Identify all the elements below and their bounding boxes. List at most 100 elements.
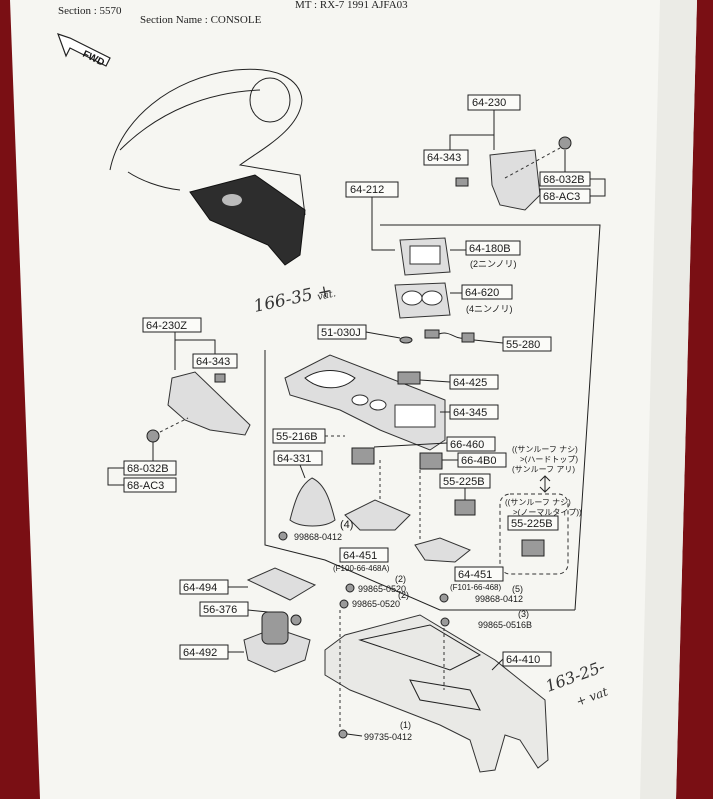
svg-text:66-4B0: 66-4B0 xyxy=(461,455,496,467)
screw-part-left xyxy=(146,429,160,443)
svg-text:(F100-66-468A): (F100-66-468A) xyxy=(333,564,390,573)
note-sunroof-a1: ((サンルーフ ナシ) xyxy=(512,445,578,454)
svg-text:64-492: 64-492 xyxy=(183,647,217,659)
screw-99865-c xyxy=(440,617,450,627)
paper-shadow xyxy=(640,0,697,799)
screw-99865-b xyxy=(339,599,349,609)
dashed-group-outline xyxy=(499,493,569,575)
clip-part-left xyxy=(214,373,226,383)
screw-99865-a xyxy=(345,583,355,593)
part-99865-0520-a: 99865-0520 xyxy=(358,584,406,594)
qty-1: (1) xyxy=(400,720,411,730)
qty-5: (5) xyxy=(512,584,523,594)
switch-64-425 xyxy=(397,371,421,385)
bracket-part-64-230 xyxy=(489,149,541,211)
svg-text:64-425: 64-425 xyxy=(453,377,487,389)
callout-64-410: 64-410 xyxy=(502,651,552,667)
svg-text:(F101-66-468): (F101-66-468) xyxy=(450,583,501,592)
svg-text:64-230: 64-230 xyxy=(472,97,506,109)
part-99865-0520-b: 99865-0520 xyxy=(352,599,400,609)
qty-2-a: (2) xyxy=(395,574,406,584)
svg-text:64-345: 64-345 xyxy=(453,407,487,419)
callout-64-343-top: 64-343 xyxy=(423,149,469,166)
note-sunroof-b2: >(ノーマルタイプ)) xyxy=(513,508,582,517)
qty-4: (4) xyxy=(340,519,353,531)
callout-64-230: 64-230 xyxy=(467,94,521,111)
bracket-64-451-b xyxy=(414,537,471,563)
bulb-part xyxy=(399,336,413,344)
callout-68-AC3-left: 68-AC3 xyxy=(123,477,177,493)
svg-text:64-230Z: 64-230Z xyxy=(146,320,187,332)
callout-64-620: 64-620 (4ニンノリ) xyxy=(461,284,513,314)
callout-64-230Z: 64-230Z xyxy=(142,317,202,333)
callout-66-460: 66-460 xyxy=(446,436,496,452)
callout-64-451-b: 64-451 (F101-66-468) xyxy=(450,566,504,592)
part-99868-0412-a: 99868-0412 xyxy=(294,532,342,542)
note-sunroof-a3: (サンルーフ アリ) xyxy=(512,465,575,474)
callout-56-376: 56-376 xyxy=(199,601,249,617)
svg-text:64-343: 64-343 xyxy=(427,152,461,164)
callout-68-032B-left: 68-032B xyxy=(123,460,177,476)
shifter-base-64-492 xyxy=(243,611,311,673)
svg-text:(4ニンノリ): (4ニンノリ) xyxy=(466,304,513,314)
callout-64-343-left: 64-343 xyxy=(192,353,238,369)
callout-64-494: 64-494 xyxy=(179,579,229,595)
svg-text:56-376: 56-376 xyxy=(203,604,237,616)
note-sunroof-a2: >(ハードトップ) xyxy=(520,455,578,464)
note-sunroof-b1: ((サンルーフ ナシ) xyxy=(505,498,571,507)
svg-text:55-225B: 55-225B xyxy=(443,476,485,488)
switch-66-4B0 xyxy=(419,452,443,470)
svg-text:55-225B: 55-225B xyxy=(511,518,553,530)
qty-3: (3) xyxy=(518,609,529,619)
bracket-64-451-a xyxy=(344,499,411,531)
callout-64-212: 64-212 xyxy=(345,181,399,198)
callout-64-425: 64-425 xyxy=(449,374,499,390)
shift-boot-64-331 xyxy=(289,477,336,527)
svg-text:66-460: 66-460 xyxy=(450,439,484,451)
callout-64-180B: 64-180B (2ニンノリ) xyxy=(465,240,521,269)
svg-text:64-180B: 64-180B xyxy=(469,243,511,255)
qty-2-b: (2) xyxy=(398,590,409,600)
svg-text:64-620: 64-620 xyxy=(465,287,499,299)
svg-text:64-212: 64-212 xyxy=(350,184,384,196)
pad-64-494 xyxy=(246,567,317,601)
switch-66-460 xyxy=(351,447,375,465)
svg-text:64-451: 64-451 xyxy=(458,569,492,581)
svg-text:51-030J: 51-030J xyxy=(321,327,361,339)
callout-68-032B-top: 68-032B xyxy=(539,171,591,187)
header-section-name: Section Name : CONSOLE xyxy=(140,14,262,26)
console-body-64-410 xyxy=(324,614,549,773)
svg-text:68-AC3: 68-AC3 xyxy=(127,480,164,492)
header-section: Section : 5570 xyxy=(58,5,122,17)
callout-55-225B-right: 55-225B xyxy=(507,515,559,531)
switch-55-225B-left xyxy=(454,499,476,516)
callout-64-345: 64-345 xyxy=(449,404,499,420)
callout-64-492: 64-492 xyxy=(179,644,229,660)
callout-55-280: 55-280 xyxy=(502,336,552,352)
part-99868-0412-b: 99868-0412 xyxy=(475,594,523,604)
console-bezel-64-345 xyxy=(284,354,446,451)
svg-text:64-343: 64-343 xyxy=(196,356,230,368)
svg-text:55-280: 55-280 xyxy=(506,339,540,351)
svg-text:68-032B: 68-032B xyxy=(127,463,169,475)
callout-68-AC3-top: 68-AC3 xyxy=(539,188,591,204)
double-arrow-icon xyxy=(539,475,551,493)
svg-text:68-AC3: 68-AC3 xyxy=(543,191,580,203)
cup-holder-64-180B xyxy=(399,237,451,276)
svg-text:64-410: 64-410 xyxy=(506,654,540,666)
screw-part-top xyxy=(558,136,572,150)
callout-64-331: 64-331 xyxy=(273,450,323,466)
callout-51-030J: 51-030J xyxy=(317,324,367,340)
side-panel-64-230Z xyxy=(167,371,251,436)
part-99735-0412: 99735-0412 xyxy=(364,732,412,742)
clip-part xyxy=(455,177,469,187)
switch-55-225B-right xyxy=(521,539,545,557)
fastener-56-376 xyxy=(290,614,302,626)
svg-text:(2ニンノリ): (2ニンノリ) xyxy=(470,259,517,269)
callout-55-216B: 55-216B xyxy=(272,428,326,444)
dashboard-console-overview xyxy=(109,68,306,266)
callout-66-4B0: 66-4B0 xyxy=(457,452,507,468)
svg-text:64-451: 64-451 xyxy=(343,550,377,562)
handwritten-vat-top: vat. xyxy=(316,288,337,303)
